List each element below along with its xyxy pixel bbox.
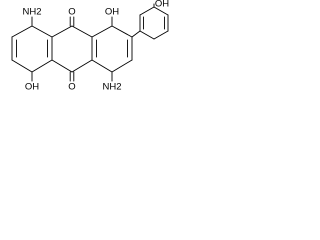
- left-benzene-ring: [11, 16, 53, 82]
- amino-label-bottom: NH2: [102, 82, 121, 93]
- carbonyl-oxygen-bottom: O: [68, 82, 75, 93]
- chemical-structure-diagram: NH2 OH OH O O OH NH2: [11, 0, 169, 93]
- central-ring: [51, 16, 93, 82]
- carbonyl-oxygen-top: O: [68, 7, 75, 18]
- amino-label-top: NH2: [22, 7, 41, 18]
- phenyl-ring: [139, 3, 169, 40]
- hydroxyl-label-bottom: OH: [25, 82, 39, 93]
- right-ring: [91, 16, 141, 82]
- hydroxyl-label-top: OH: [105, 7, 119, 18]
- hydroxyl-label-phenyl: OH: [155, 0, 169, 10]
